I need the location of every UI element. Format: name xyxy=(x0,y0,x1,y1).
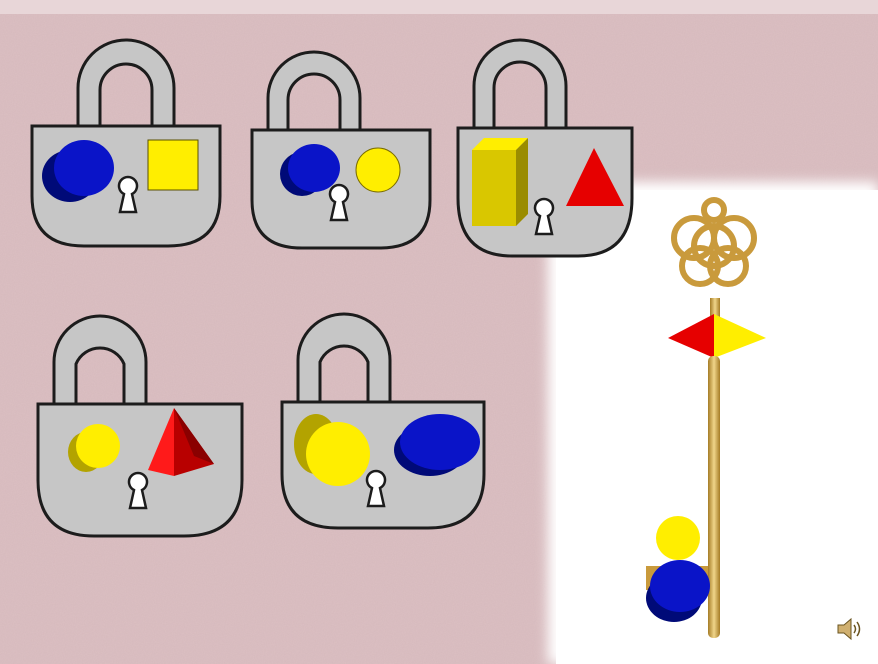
key-bow-ornament xyxy=(671,197,757,287)
padlock-1[interactable] xyxy=(28,28,224,252)
yellow-square-shape xyxy=(147,139,199,191)
keyhole-icon xyxy=(127,471,149,510)
red-triangle-shape xyxy=(566,148,624,206)
keyhole-icon xyxy=(533,197,555,236)
key-bit-blue-cylinder-shape xyxy=(646,560,710,622)
yellow-circle-shape xyxy=(355,147,401,193)
red-pyramid-shape xyxy=(148,408,214,476)
padlock-3[interactable] xyxy=(454,28,638,264)
padlock-5[interactable] xyxy=(278,298,488,532)
speaker-icon[interactable] xyxy=(836,616,864,642)
yellow-cylinder-shape xyxy=(68,424,120,472)
key-bit-yellow-circle-shape xyxy=(656,516,700,560)
keyhole-icon xyxy=(365,469,387,508)
keyhole-icon xyxy=(117,175,139,214)
blue-cylinder-shape xyxy=(280,144,340,196)
yellow-cylinder-shape xyxy=(294,414,370,486)
padlock-2[interactable] xyxy=(248,40,434,250)
padlock-4[interactable] xyxy=(34,300,246,540)
golden-key[interactable] xyxy=(640,186,780,646)
key-flag xyxy=(668,314,766,358)
blue-cylinder-shape xyxy=(394,414,480,476)
blue-cylinder-shape xyxy=(42,140,114,202)
keyhole-icon xyxy=(328,183,350,222)
yellow-cuboid-shape xyxy=(472,138,528,226)
